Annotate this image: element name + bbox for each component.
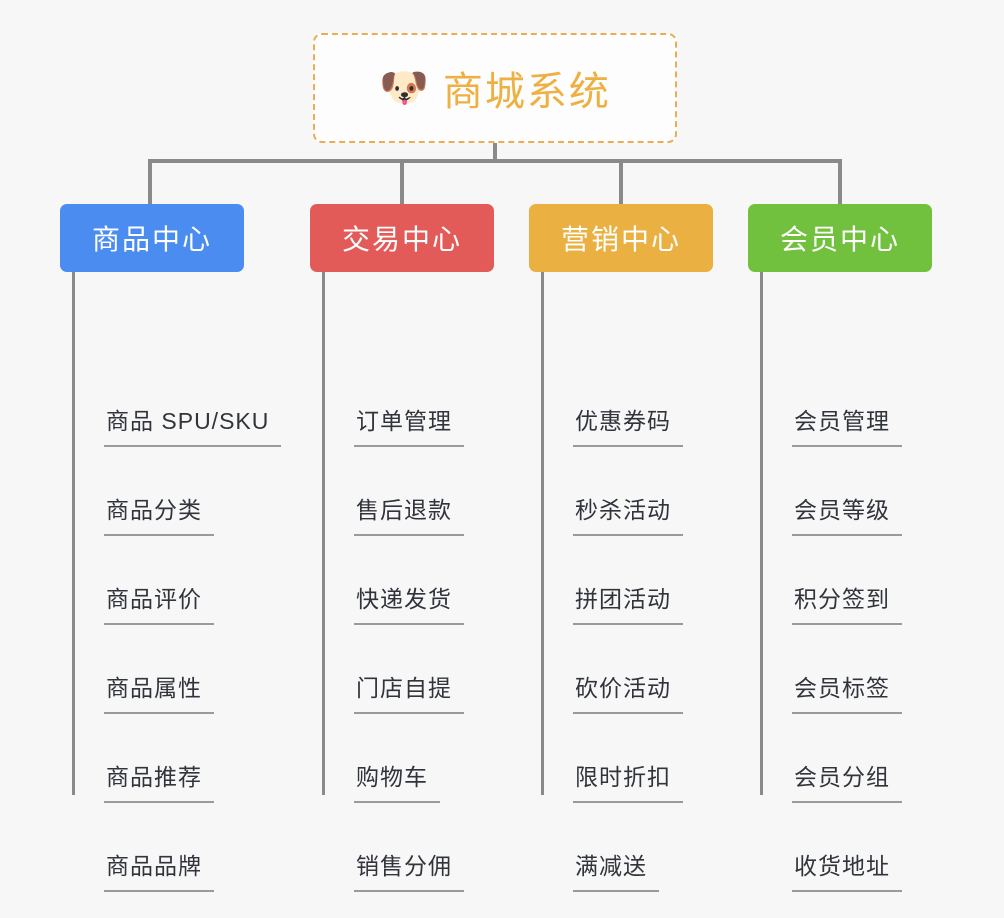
leaf-label: 商品分类 [104,491,214,536]
connector-horizontal-bus [148,159,842,163]
category-header-label: 会员中心 [779,224,900,255]
leaf-label: 收货地址 [792,847,902,892]
leaf-label: 拼团活动 [573,580,683,625]
category-header-marketing-center[interactable]: 营销中心 [529,204,713,272]
branch-rail-member-center [760,272,763,795]
category-header-label: 商品中心 [91,224,212,255]
leaf-label: 门店自提 [354,669,464,714]
connector-drop-marketing-center [619,159,623,206]
category-header-label: 营销中心 [560,224,681,255]
leaf-label: 限时折扣 [573,758,683,803]
branch-member-center: 会员中心 会员管理 会员等级 积分签到 会员标签 会员分组 收货地址 [748,204,932,892]
shiba-dog-icon: 🐶 [379,66,429,110]
category-header-label: 交易中心 [341,224,462,255]
connector-drop-product-center [148,159,152,206]
mindmap-canvas: 🐶 商城系统 商品中心 商品 SPU/SKU 商品分类 商品评价 商品属性 [60,33,932,892]
connector-drop-member-center [838,159,842,206]
leaf-label: 会员分组 [792,758,902,803]
leaf-label: 砍价活动 [573,669,683,714]
branch-rail-trade-center [322,272,325,795]
root-node-label: 商城系统 [442,70,611,114]
leaf-label: 购物车 [354,758,440,803]
branch-rail-marketing-center [541,272,544,795]
leaf-label: 商品评价 [104,580,214,625]
category-header-trade-center[interactable]: 交易中心 [310,204,494,272]
branch-rail-product-center [72,272,75,795]
leaf-label: 销售分佣 [354,847,464,892]
leaf-label: 会员管理 [792,402,902,447]
connector-root-stem [493,143,497,161]
leaf-label: 订单管理 [354,402,464,447]
leaf-label: 优惠券码 [573,402,683,447]
leaf-label: 满减送 [573,847,659,892]
leaf-label: 售后退款 [354,491,464,536]
category-header-member-center[interactable]: 会员中心 [748,204,932,272]
branch-product-center: 商品中心 商品 SPU/SKU 商品分类 商品评价 商品属性 商品推荐 商品品牌 [60,204,282,892]
leaf-label: 会员等级 [792,491,902,536]
branch-trade-center: 交易中心 订单管理 售后退款 快递发货 门店自提 购物车 销售分佣 [310,204,494,892]
leaf-label: 快递发货 [354,580,464,625]
category-header-product-center[interactable]: 商品中心 [60,204,244,272]
root-node[interactable]: 🐶 商城系统 [313,33,677,143]
leaf-label: 会员标签 [792,669,902,714]
branch-marketing-center: 营销中心 优惠券码 秒杀活动 拼团活动 砍价活动 限时折扣 满减送 [529,204,713,892]
leaf-label: 商品 SPU/SKU [104,402,282,447]
leaf-label: 商品推荐 [104,758,214,803]
connector-drop-trade-center [400,159,404,206]
leaf-label: 商品品牌 [104,847,214,892]
leaf-label: 秒杀活动 [573,491,683,536]
leaf-label: 积分签到 [792,580,902,625]
leaf-label: 商品属性 [104,669,214,714]
